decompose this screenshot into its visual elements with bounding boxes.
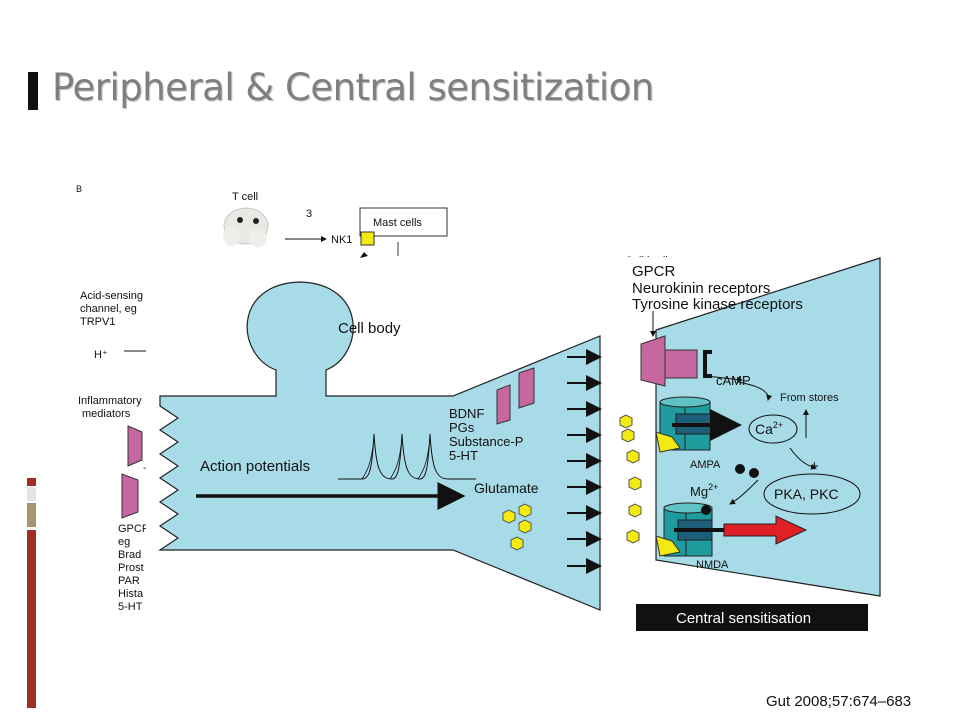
acid-sensing-label: Acid-sensing channel, eg TRPV1 (80, 290, 146, 328)
citation: Gut 2008;57:674–683 (766, 693, 912, 710)
nk1-receptor (360, 231, 375, 246)
spike-trace (338, 433, 476, 480)
central-sensitisation-box (636, 604, 868, 631)
pka-pkc-label: PKA, PKC (774, 486, 839, 502)
nk1-label: NK1 (331, 234, 352, 246)
cell-body-label: Cell body (338, 320, 401, 337)
page-title: Peripheral & Central sensitization (52, 66, 654, 109)
t-cell-label: T cell (232, 191, 258, 203)
mediators-label: BDNF PGs Substance-P 5-HT (449, 406, 527, 463)
pka-pkc-ellipse (763, 473, 861, 515)
panel-letter: B (76, 184, 82, 194)
plus-sign: + (810, 458, 819, 475)
from-stores-label: From stores (780, 392, 839, 404)
small-arrowhead (360, 252, 368, 258)
camp-label: cAMP (716, 373, 751, 388)
cropped-label: Cell bodies (625, 255, 680, 267)
central-sensitisation-label: Central sensitisation (676, 610, 811, 627)
ca-ellipse (748, 414, 798, 444)
gpcr-list-label: GPCR eg Brad Prost PAR Hista 5-HT (118, 523, 153, 613)
receptors-label: GPCR Neurokinin receptors Tyrosine kinas… (632, 263, 803, 313)
left-receptor-1 (127, 425, 143, 467)
mg-ion-2 (749, 468, 759, 478)
nmda-channel (655, 502, 713, 557)
camp-curve (737, 381, 773, 401)
gpcr-receptor (640, 335, 666, 387)
inflammatory-label: Inflammatory mediators (78, 395, 145, 420)
glutamate-hexagons-terminal (502, 503, 532, 551)
cropped-label-clip: Cell bodies (625, 255, 680, 267)
peripheral-neuron (158, 281, 601, 611)
left-receptor-2 (121, 473, 139, 519)
h-plus-label: H⁺ (94, 349, 108, 361)
mg-arrow (729, 479, 759, 505)
left-dash: - (143, 463, 146, 474)
red-output-arrow (723, 515, 808, 545)
ca-label: Ca2+ (755, 420, 783, 437)
t-cell-icon (223, 207, 269, 247)
glutamate-hexagons-cleft (619, 414, 642, 544)
step-number: 3 (306, 208, 312, 220)
nmda-label: NMDA (696, 559, 729, 571)
glutamate-label: Glutamate (474, 480, 539, 496)
action-potentials-label: Action potentials (200, 458, 310, 475)
mast-cells-label: Mast cells (373, 217, 422, 229)
mg-ion-1 (735, 464, 745, 474)
mast-cells-box (359, 207, 448, 237)
terminal-receptor-2 (518, 367, 535, 409)
left-strip-red-bottom (27, 530, 36, 708)
mg-label: Mg2+ (690, 482, 718, 499)
ampa-label: AMPA (690, 459, 721, 471)
camp-arrow (705, 375, 743, 383)
left-labels-clip: Acid-sensing channel, eg TRPV1 H⁺ Inflam… (78, 290, 153, 613)
left-strip-gray (27, 487, 36, 501)
ca-curve (789, 447, 817, 470)
left-strip-red-top (27, 478, 36, 486)
terminal-receptor-1 (496, 384, 511, 425)
left-strip-tan (27, 503, 36, 527)
gpcr-receptor-body (664, 349, 698, 379)
spike-trace-echo (361, 445, 430, 480)
title-accent-bar (28, 72, 38, 110)
synaptic-arrows (567, 349, 602, 574)
